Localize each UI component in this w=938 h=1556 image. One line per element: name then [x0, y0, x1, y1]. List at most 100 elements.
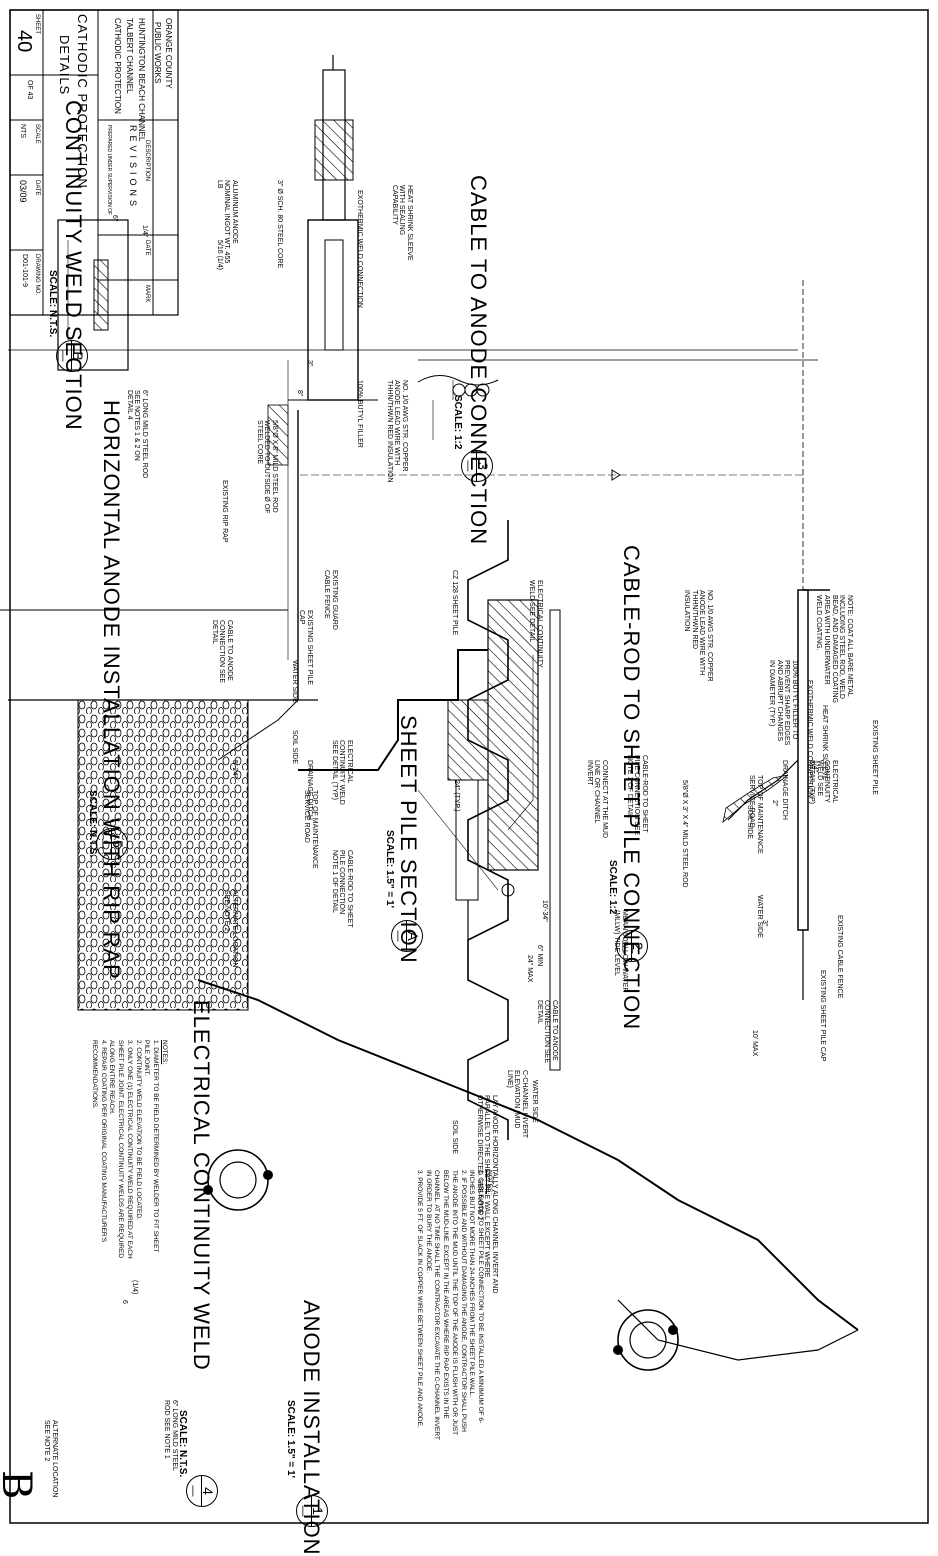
detail-2-scale: SCALE: 1:2 — [607, 860, 618, 915]
detail-1-scale: SCALE: 1.5" = 1' — [285, 1400, 296, 1478]
detail-5-scale: SCALE: N.T.S. — [87, 790, 98, 858]
d2-label-9: 1/4" — [811, 760, 818, 773]
detail-4-bubble: 4 — — [186, 1475, 218, 1507]
detail-B-scale: SCALE: N.T.S. — [47, 270, 58, 338]
detail-A-linework — [417, 520, 561, 1140]
sheet-border — [9, 9, 929, 1524]
d3-label-3: 100% BUTYL FILLER — [356, 380, 363, 448]
notes-4-item: 4. REPAIR COATING PER ORIGINAL COATING M… — [90, 1040, 107, 1243]
d5-label-8: TOP OF MAINTENANCE SERVICE ROAD — [303, 790, 318, 869]
d4-label-2: ALTERNATE LOCATION SEE NOTE 2 — [43, 1420, 58, 1498]
d3-label-8: 3" — [306, 360, 313, 367]
notes-4: NOTES: 1. DIAMETER TO BE FIELD DETERMINE… — [89, 1040, 168, 1260]
d1-label-12: 6" MIN — [536, 945, 543, 967]
notes-1-item: 3. PROVIDE 5 FT. OF SLACK IN COPPER WIRE… — [415, 1170, 423, 1428]
dA-label-0: ELECTRICAL CONTINUITY WELD SEE DETAIL — [528, 580, 543, 668]
d2-label-2: HEAT SHRINK SLEEVE — [821, 705, 828, 781]
detail-B-linework — [57, 219, 129, 371]
d4-label-1: 6" LONG MILD STEEL ROD SEE NOTE 1 — [163, 1400, 178, 1471]
d1-label-13: 24" MAX — [526, 955, 533, 983]
detail-2-linework — [298, 599, 539, 940]
tb-description-label: DESCRIPTION — [144, 140, 150, 182]
d2-label-8: 2" — [771, 800, 778, 807]
tb-agency-2: PUBLIC WORKS — [153, 22, 162, 84]
detail-1-title: ANODE INSTALLATION — [299, 1300, 324, 1556]
d4-label-0: ALTERNATE LOCATION SEE NOTE 2 — [223, 890, 238, 968]
notes-1-heading: NOTES: — [486, 1170, 493, 1195]
d3-label-6: 5/8"Ø X 8" MILD STEEL ROD WELDED TO OUTS… — [255, 420, 278, 514]
tb-sheet-title-2: DETAILS — [57, 35, 72, 96]
notes-4-item: 2. CONTINUITY WELD ELEVATION TO BE FIELD… — [134, 1040, 142, 1220]
tb-prepared-label: PREPARED UNDER SUPERVISION OF — [106, 125, 112, 216]
d5-label-10: 5'-24" — [231, 760, 238, 778]
dA-label-5: 10'-34" — [541, 900, 548, 922]
d5-label-3: SOIL SIDE — [291, 730, 298, 764]
tb-project-3: CATHODIC PROTECTION — [113, 18, 122, 114]
d2-label-0: EXISTING SHEET PILE — [871, 720, 878, 795]
d2-label-4: 100% BUTYL FILLER TO PREVENT SHARP EDGES… — [767, 660, 798, 746]
d2-label-7: 3" — [761, 920, 768, 927]
d5-label-1: EXISTING SHEET PILE CAP — [298, 610, 313, 685]
detail-4-sheet: — — [187, 1485, 199, 1497]
notes-1-item: 1. CABLE-ROD TO SHEET PILE CONNECTION TO… — [468, 1170, 485, 1424]
tb-scale-label: SCALE — [34, 124, 40, 144]
dA-label-4: 24" (TYP.) — [453, 780, 460, 812]
d1-label-5: SOIL SIDE — [746, 805, 753, 839]
bubble-divider — [201, 1476, 202, 1506]
detail-5-title: HORIZONTAL ANODE INSTALLATION WITH RIP R… — [99, 400, 124, 980]
detail-4-linework — [197, 979, 859, 1371]
d3-label-0: HEAT SHRINK SLEEVE WITH SEALING CAPABILI… — [390, 185, 413, 261]
notes-4-item: 3. ONLY ONE (1) ELECTRICAL CONTINUITY WE… — [108, 1040, 133, 1259]
d5-label-0: EXISTING GUARD CABLE FENCE — [323, 570, 338, 630]
tb-date-value: 03/09 — [18, 180, 28, 203]
corner-mark: B — [0, 1470, 39, 1499]
dA-label-3: SOIL SIDE — [451, 1120, 458, 1154]
tb-date-label: DATE — [34, 180, 40, 196]
d3-label-9: 8" — [296, 390, 303, 397]
tb-date-col-label: DATE — [144, 240, 150, 256]
notes-4-heading: NOTES: — [161, 1040, 168, 1065]
d5-label-9: CABLE-ROD TO SHEET PILE CONNECTION NOTE … — [330, 850, 353, 928]
d5-label-2: WATER SIDE — [291, 660, 298, 703]
tb-drawing-no: D01-101-9 — [21, 254, 28, 288]
detail-3-linework — [288, 55, 378, 401]
d2-label-1: NOTE: COAT ALL BARE METAL INCLUDING STEE… — [815, 595, 853, 703]
d1-label-15: 10' MAX — [751, 1030, 758, 1057]
d2-label-6: 5/8"Ø X 3" X 4" MILD STEEL ROD — [681, 780, 688, 888]
dA-label-1: CZ 128 SHEET PILE — [451, 570, 458, 636]
dB-label-1: 1/4" — [141, 225, 148, 238]
tb-sheet-number: 40 — [13, 30, 35, 53]
detail-B-title: CONTINUITY WELD SECTION — [61, 100, 86, 431]
d1-label-0: EXISTING CABLE FENCE — [836, 915, 843, 999]
notes-1-item: 2. IF POSSIBLE AND WITHOUT DAMAGING THE … — [424, 1170, 467, 1440]
d4-label-4: 6 — [121, 1300, 128, 1304]
d4-label-3: (1/4) — [131, 1280, 138, 1295]
tb-project-2: TALBERT CHANNEL — [125, 18, 134, 94]
tb-project-1: HUNTINGTON BEACH CHANNEL — [137, 18, 146, 142]
tb-revisions-label: REVISIONS — [128, 125, 138, 211]
d5-label-4: CABLE TO ANODE CONNECTION SEE DETAIL — [210, 620, 233, 684]
d3-label-7: 5/16 (1/4) — [216, 240, 223, 270]
tb-scale-value: NTS — [19, 124, 26, 138]
tb-agency-1: ORANGE COUNTY — [164, 18, 173, 89]
detail-4-title: ELECTRICAL CONTINUITY WELD — [189, 1000, 214, 1371]
notes-1: NOTES: 1. CABLE-ROD TO SHEET PILE CONNEC… — [414, 1170, 493, 1440]
detail-3-scale: SCALE: 1:2 — [452, 395, 463, 450]
dB-label-2: 6" — [111, 215, 118, 222]
tb-mark-label: MARK — [144, 285, 150, 303]
d1-label-1: EXISTING SHEET PILE CAP — [819, 970, 826, 1062]
d2-label-3: EXOTHERMIC WELD CONNECTION — [806, 680, 813, 798]
d1-label-8: CABLE TO ANODE CONNECTION SEE DETAIL — [535, 1000, 558, 1064]
d5-label-6: ELECTRICAL CONTINUITY WELD SEE DETAIL (T… — [330, 740, 353, 805]
detail-3-title: CABLE TO ANODE CONNECTION — [466, 175, 491, 546]
d1-label-11: CONNECT AT THE MUD LINE OR CHANNEL INVER… — [585, 760, 608, 839]
detail-4-scale: SCALE: N.T.S. — [177, 1410, 188, 1478]
d1-label-3: DRAINAGE DITCH — [781, 760, 788, 820]
d1-label-9: C-CHANNEL INVERT ELEVATION (MUD LINE) — [505, 1070, 528, 1138]
tb-sheet-of: OF 43 — [26, 80, 33, 100]
detail-2-title: CABLE-ROD TO SHEET PILE CONNECTION — [619, 545, 644, 1031]
d2-label-5: NO. 1/0 AWG STR. COPPER ANODE LEAD WIRE … — [682, 590, 713, 682]
